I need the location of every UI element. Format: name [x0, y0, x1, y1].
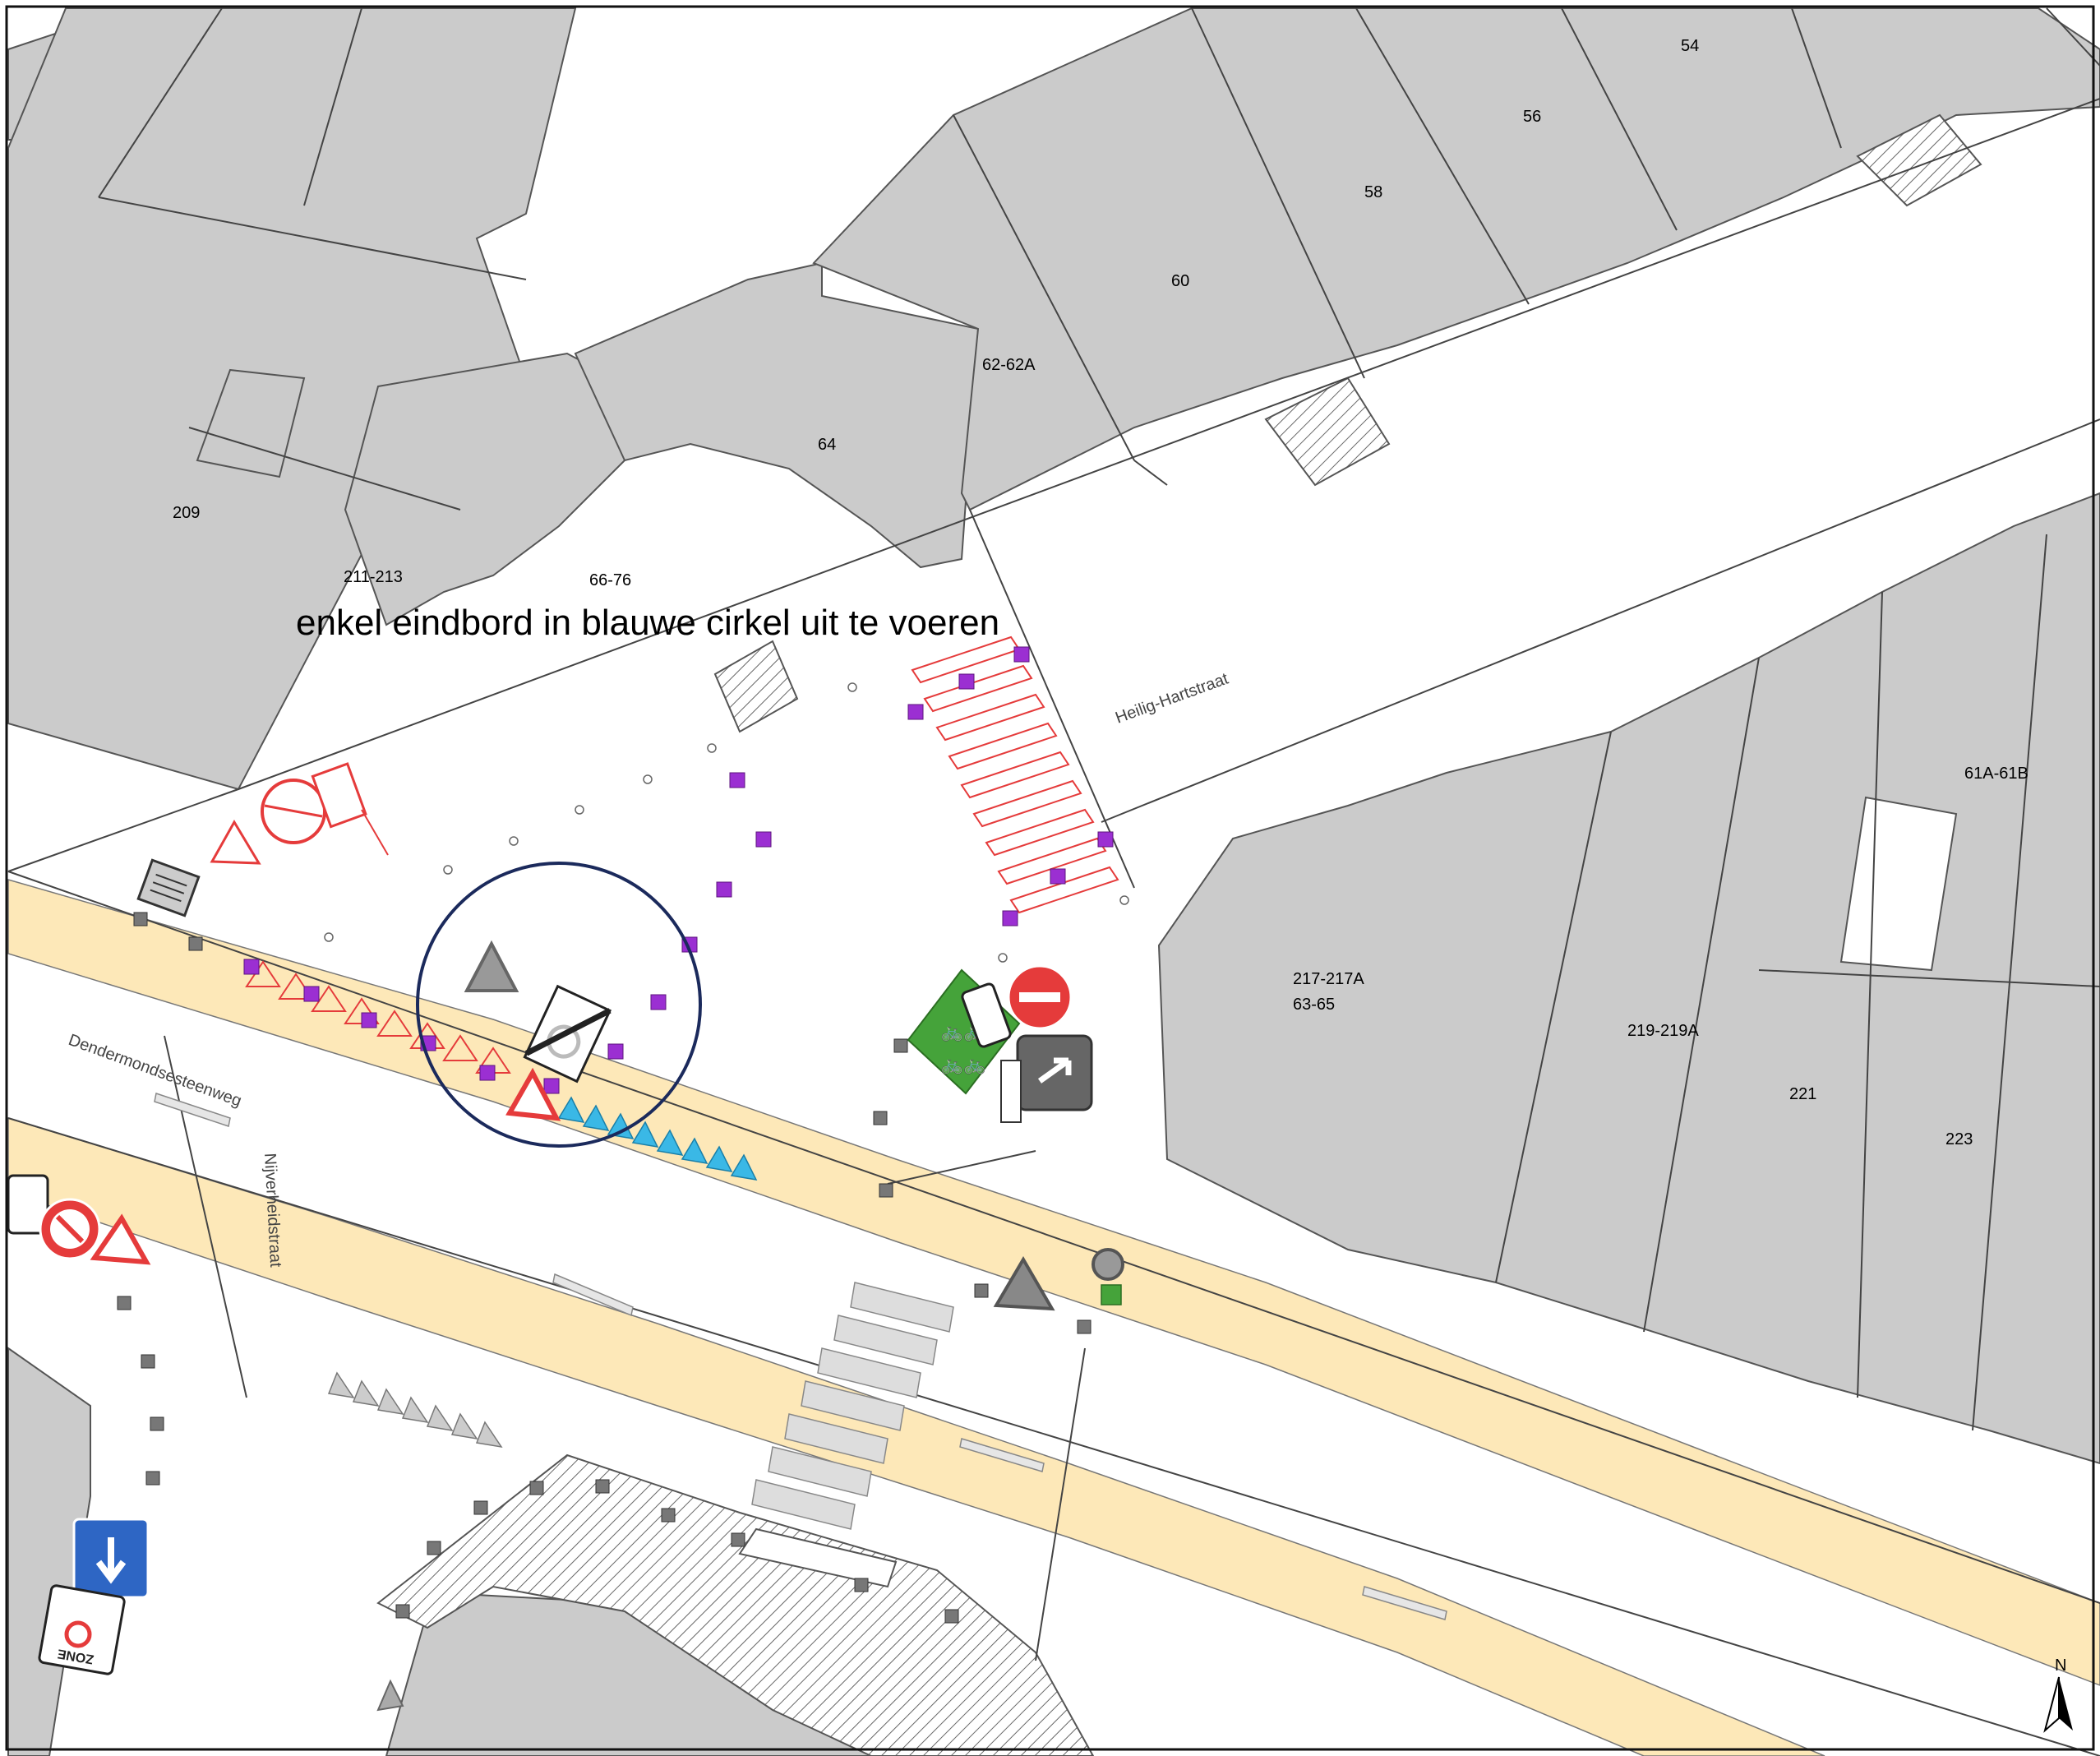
purple-markers: [243, 646, 1114, 1094]
annotation-note: enkel eindbord in blauwe cirkel uit te v…: [296, 603, 999, 643]
north-label: N: [2055, 1657, 2066, 1675]
house-number-61A-61B: 61A-61B: [1964, 765, 2028, 783]
cycle-crossing-marking: [911, 635, 1119, 914]
street-lines: [7, 98, 2100, 1661]
house-number-63-65: 63-65: [1293, 996, 1335, 1014]
zone-end-sign-icon: [523, 984, 612, 1084]
shark-teeth-grey: [327, 1371, 503, 1449]
north-arrow-icon: [2059, 1677, 2073, 1731]
give-way-sign-red-icon: [505, 1067, 561, 1121]
house-number-60: 60: [1171, 272, 1189, 290]
give-way-outline-icon: [210, 820, 261, 865]
children-warning-sign-icon: [993, 1256, 1055, 1311]
parking-info-sign-icon: [136, 858, 201, 917]
bicycle-parking-icon: [1101, 1284, 1122, 1305]
house-number-62-62A: 62-62A: [982, 356, 1036, 374]
house-number-223: 223: [1945, 1130, 1973, 1148]
bollards: [324, 682, 1129, 963]
give-way-sign-grey-icon: [464, 940, 519, 992]
highlight-circle-group: [416, 862, 702, 1148]
house-number-66-76: 66-76: [589, 571, 631, 589]
house-number-58: 58: [1364, 183, 1382, 201]
shark-teeth-blue: [557, 1096, 758, 1181]
sign-cluster-southwest: ZONE: [7, 1174, 151, 1675]
warning-sign-icon: [90, 1213, 151, 1265]
building-block-east: [1157, 492, 2100, 1465]
sign-cluster-intersection: 🚲🚲 🚲🚲: [907, 964, 1093, 1123]
bicycle-zone-white-sign-icon: [961, 982, 1012, 1048]
house-number-221: 221: [1789, 1085, 1816, 1103]
house-number-209: 209: [173, 504, 200, 522]
zebra-crossing: [751, 1282, 954, 1530]
bicycle-zone-outline-icon: [311, 762, 367, 829]
grey-markers: [117, 912, 1092, 1624]
sign-cluster-northwest: [136, 762, 389, 917]
house-number-211-213: 211-213: [344, 568, 403, 586]
building-block-southwest: [7, 1347, 1095, 1756]
exception-plate-icon: [1000, 1060, 1022, 1123]
bicycle-zone-sign-left-icon: [7, 1174, 49, 1235]
house-numbers: 54 56 58 60 62-62A 64 66-76 209 211-213 …: [173, 37, 2028, 1148]
building-block-northeast: [574, 7, 2100, 733]
house-number-56: 56: [1523, 108, 1541, 126]
zone-sign-icon: [38, 1584, 126, 1675]
location-pin-icon: [1092, 1248, 1124, 1281]
house-number-64: 64: [818, 436, 836, 454]
house-number-217-217A: 217-217A: [1293, 970, 1364, 988]
house-number-54: 54: [1681, 37, 1699, 55]
bicycle-glyphs-lower-icon: 🚲🚲: [941, 1054, 986, 1074]
house-number-219-219A: 219-219A: [1627, 1022, 1699, 1040]
lane-markings: [154, 1093, 1447, 1620]
give-way-grey-small-icon: [376, 1679, 404, 1712]
highlight-circle: [416, 862, 702, 1148]
sign-cluster-crossing: [376, 1248, 1124, 1712]
map-frame: [5, 5, 2095, 1751]
north-arrow: N: [2043, 1657, 2073, 1733]
